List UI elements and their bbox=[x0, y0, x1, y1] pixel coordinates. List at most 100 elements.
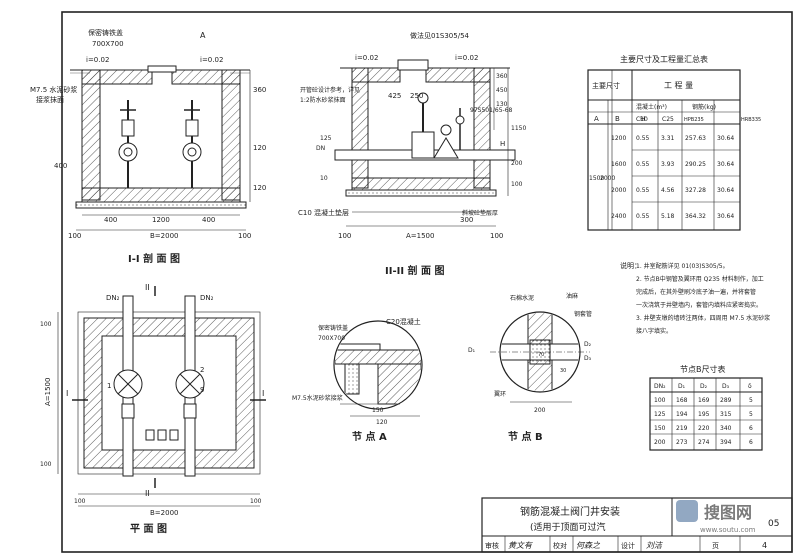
t2-r3-c3: 394 bbox=[720, 439, 732, 446]
s2-h1150: 1150 bbox=[511, 125, 526, 132]
s1-dim-3: 400 bbox=[104, 216, 117, 224]
t2-r0-c1: 168 bbox=[676, 397, 688, 404]
table1-head-work: 工 程 量 bbox=[664, 81, 693, 90]
s2-slope-left: i=0.02 bbox=[355, 54, 378, 62]
table1-r2-c4: 30.64 bbox=[717, 187, 734, 194]
s2-ref-top: 做法见01S305/54 bbox=[410, 31, 470, 40]
table1-r0-c3: 257.63 bbox=[685, 135, 706, 142]
table1-head-main: 主要尺寸 bbox=[592, 81, 620, 90]
t2-r1-c0: 125 bbox=[654, 411, 666, 418]
node-b-wall: 翼环 bbox=[494, 391, 506, 398]
node-a-mortar: M7.5水泥砂浆接浆 bbox=[292, 394, 343, 402]
t2-r1-c3: 315 bbox=[720, 411, 732, 418]
plan-mark-1: 1 bbox=[107, 382, 111, 390]
s2-h10: 10 bbox=[320, 175, 328, 182]
node-a-c20: C20混凝土 bbox=[386, 317, 421, 326]
s1-title: I-I 剖 面 图 bbox=[128, 252, 180, 265]
notes-line-4: 3. 井壁支墩的墙砖注两体，四周用 M7.5 水泥砂浆 bbox=[636, 314, 770, 322]
t2-r1-c4: 5 bbox=[749, 411, 753, 418]
s2-h360: 360 bbox=[496, 73, 508, 80]
s2-h130: 130 bbox=[496, 101, 508, 108]
table1-head-b: B bbox=[615, 115, 620, 123]
table1-r3-c1: 0.55 bbox=[636, 213, 650, 220]
plan-sec-i-right: I bbox=[262, 389, 264, 398]
table1-head-c10: C10 bbox=[636, 116, 648, 123]
table1-r1-c3: 290.25 bbox=[685, 161, 706, 168]
table1-r3-c4: 30.64 bbox=[717, 213, 734, 220]
plan-drawing bbox=[57, 286, 266, 507]
s2-a-dim: A=1500 bbox=[406, 232, 434, 240]
section-1-drawing bbox=[61, 65, 251, 231]
s1-dim-1: B=2000 bbox=[150, 232, 178, 240]
t2-r0-c3: 289 bbox=[720, 397, 732, 404]
s2-note-a: 开管砼设计参考，详见 bbox=[300, 86, 360, 94]
node-b-d2: D₂ bbox=[584, 341, 592, 348]
s2-slope-right: i=0.02 bbox=[455, 54, 478, 62]
watermark: 搜图网 www.soutu.com bbox=[676, 500, 756, 534]
plan-dn2: DN₂ bbox=[200, 294, 214, 302]
t2-r3-c1: 273 bbox=[676, 439, 688, 446]
s2-title: II-II 剖 面 图 bbox=[385, 264, 444, 277]
table1-r1-c0: 1600 bbox=[611, 161, 626, 168]
table1-r2-c0: 2000 bbox=[611, 187, 626, 194]
plan-title: 平 面 图 bbox=[130, 523, 167, 535]
table1-r1-c2: 3.93 bbox=[661, 161, 675, 168]
watermark-url: www.soutu.com bbox=[700, 526, 756, 534]
table1-title: 主要尺寸及工程量汇总表 bbox=[620, 54, 708, 64]
tb-sig3: 刘洁 bbox=[646, 541, 663, 550]
table2-h2: D₂ bbox=[700, 383, 708, 390]
table1-head-c25: C25 bbox=[662, 116, 674, 123]
s1-mark-a: A bbox=[200, 31, 206, 40]
tb-review: 审核 bbox=[485, 541, 499, 550]
s2-d2: 250 bbox=[410, 92, 423, 100]
notes-line-2: 完成后，在其外壁刷冷底子油一遍，并将套管 bbox=[636, 288, 756, 296]
table1-rows: 1200 0.55 3.31 257.63 30.64 1600 0.55 3.… bbox=[611, 135, 734, 220]
t2-r1-c1: 194 bbox=[676, 411, 688, 418]
t2-r2-c4: 6 bbox=[749, 425, 753, 432]
s2-mark-dn: DN bbox=[316, 145, 325, 152]
s2-h200: 200 bbox=[511, 160, 523, 167]
node-b-drawing bbox=[490, 311, 590, 403]
plan-sec-i-left: I bbox=[66, 389, 68, 398]
plan-d100a: 100 bbox=[74, 498, 86, 505]
node-a-d120: 120 bbox=[376, 419, 388, 426]
node-b-d30: 30 bbox=[560, 368, 566, 374]
node-a-d150: 150 bbox=[372, 407, 384, 414]
plan-d100d: 100 bbox=[40, 461, 52, 468]
s1-mortar2: 接浆抹面 bbox=[36, 95, 64, 104]
table1-r3-c0: 2400 bbox=[611, 213, 626, 220]
table1-head-hpb: HPB235 bbox=[684, 117, 704, 123]
t2-r2-c1: 219 bbox=[676, 425, 688, 432]
table1-r1-c1: 0.55 bbox=[636, 161, 650, 168]
table1-head-concrete: 混凝土(m³) bbox=[636, 103, 667, 111]
table1-head-steel: 钢筋(kg) bbox=[692, 103, 716, 111]
plan-dn1: DN₂ bbox=[106, 294, 120, 302]
s1-dim-2: 100 bbox=[238, 232, 251, 240]
tb-page-label: 页 bbox=[712, 542, 719, 550]
t2-r3-c0: 200 bbox=[654, 439, 666, 446]
quantity-table bbox=[587, 69, 741, 231]
s1-dim-4: 1200 bbox=[152, 216, 170, 224]
table2-h1: D₁ bbox=[678, 383, 686, 390]
table1-r2-c2: 4.56 bbox=[661, 187, 675, 194]
node-b-d70: 70 bbox=[538, 352, 544, 358]
title-block bbox=[481, 497, 793, 553]
node-b-d1: D₁ bbox=[468, 347, 476, 354]
table1-r3-c3: 364.32 bbox=[685, 213, 706, 220]
s2-d3: 300 bbox=[460, 216, 473, 224]
table2-title: 节点B尺寸表 bbox=[680, 364, 726, 374]
plan-mark-2: 2 bbox=[200, 366, 204, 374]
s1-dim-5: 400 bbox=[202, 216, 215, 224]
tb-sig1: 黄文有 bbox=[508, 541, 533, 550]
s1-h360: 360 bbox=[253, 86, 266, 94]
node-b-d3: D₃ bbox=[584, 355, 592, 362]
s2-d4: 100 bbox=[338, 232, 351, 240]
table1-r0-c1: 0.55 bbox=[636, 135, 650, 142]
table1-r0-c4: 30.64 bbox=[717, 135, 734, 142]
table2-h3: D₃ bbox=[722, 383, 730, 390]
section-2-drawing bbox=[334, 59, 516, 227]
t2-r2-c2: 220 bbox=[698, 425, 710, 432]
s2-d1: 425 bbox=[388, 92, 401, 100]
table1-head-h: H bbox=[640, 115, 645, 123]
s1-mortar: M7.5 水泥砂浆 bbox=[30, 85, 77, 94]
